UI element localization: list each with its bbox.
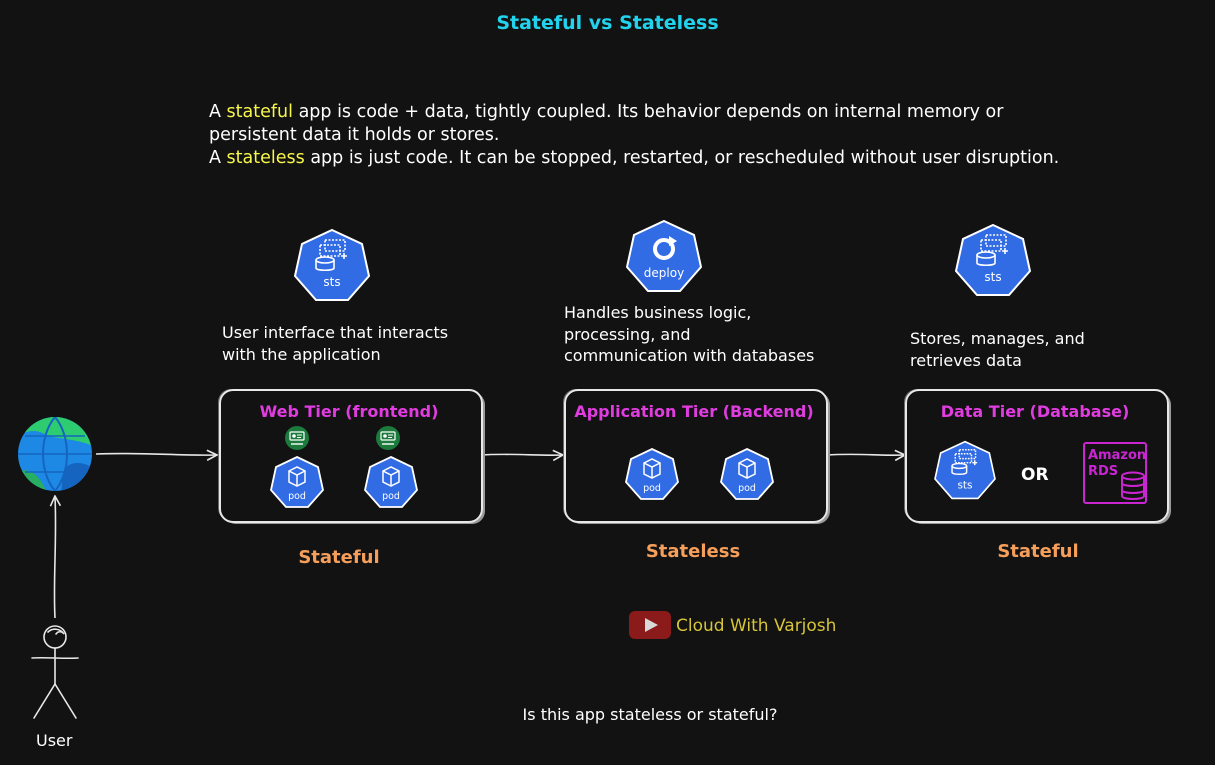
web-tier-description: User interface that interacts with the a… xyxy=(222,323,449,364)
or-label: OR xyxy=(1021,465,1049,485)
data-tier-box xyxy=(905,389,1169,523)
svg-text:pod: pod xyxy=(288,491,306,502)
pod-icon: pod xyxy=(625,448,679,500)
svg-text:RDS: RDS xyxy=(1088,464,1118,479)
pod-icon: pod xyxy=(270,456,324,508)
svg-text:pod: pod xyxy=(382,491,400,502)
service-icon xyxy=(376,426,400,450)
user-stick-figure-icon xyxy=(31,625,79,719)
sts-icon: sts xyxy=(954,223,1032,296)
page-title: Stateful vs Stateless xyxy=(496,12,719,34)
data-tier-title: Data Tier (Database) xyxy=(940,402,1130,421)
app-tier-box xyxy=(564,389,828,523)
pod-icon: pod xyxy=(364,456,418,508)
brand-label: Cloud With Varjosh xyxy=(676,616,837,636)
arrow-web-to-app xyxy=(480,454,562,455)
globe-icon xyxy=(18,417,92,491)
web-tier-title: Web Tier (frontend) xyxy=(259,402,439,421)
deploy-icon: deploy xyxy=(625,219,703,292)
highlight-stateful: stateful xyxy=(226,102,293,122)
svg-text:pod: pod xyxy=(738,483,756,494)
sts-icon: sts xyxy=(934,440,996,500)
highlight-stateless: stateless xyxy=(226,148,305,168)
web-tier-status: Stateful xyxy=(298,547,380,568)
youtube-icon xyxy=(629,611,671,639)
svg-text:sts: sts xyxy=(957,480,972,492)
arrow-user-to-globe xyxy=(54,497,55,619)
amazon-rds-icon: Amazon RDS xyxy=(1083,442,1147,504)
svg-text:Amazon: Amazon xyxy=(1088,448,1146,463)
question-text: Is this app stateless or stateful? xyxy=(522,705,778,724)
svg-text:deploy: deploy xyxy=(644,266,684,280)
user-label: User xyxy=(36,731,73,750)
app-tier-status: Stateless xyxy=(645,541,741,562)
arrow-app-to-data xyxy=(825,454,904,455)
service-icon xyxy=(285,426,309,450)
app-tier-title: Application Tier (Backend) xyxy=(574,402,814,421)
web-tier-box xyxy=(219,389,483,523)
sts-icon: sts xyxy=(293,228,371,301)
svg-text:sts: sts xyxy=(323,275,340,289)
intro-text: A stateful app is code + data, tightly c… xyxy=(209,102,1060,168)
data-tier-description: Stores, manages, and retrieves data xyxy=(910,329,1085,370)
arrow-globe-to-web xyxy=(95,453,216,455)
pod-icon: pod xyxy=(720,448,774,500)
data-tier-status: Stateful xyxy=(997,541,1079,562)
app-tier-description: Handles business logic, processing, and … xyxy=(564,303,815,365)
svg-text:sts: sts xyxy=(984,270,1001,284)
svg-text:pod: pod xyxy=(643,483,661,494)
